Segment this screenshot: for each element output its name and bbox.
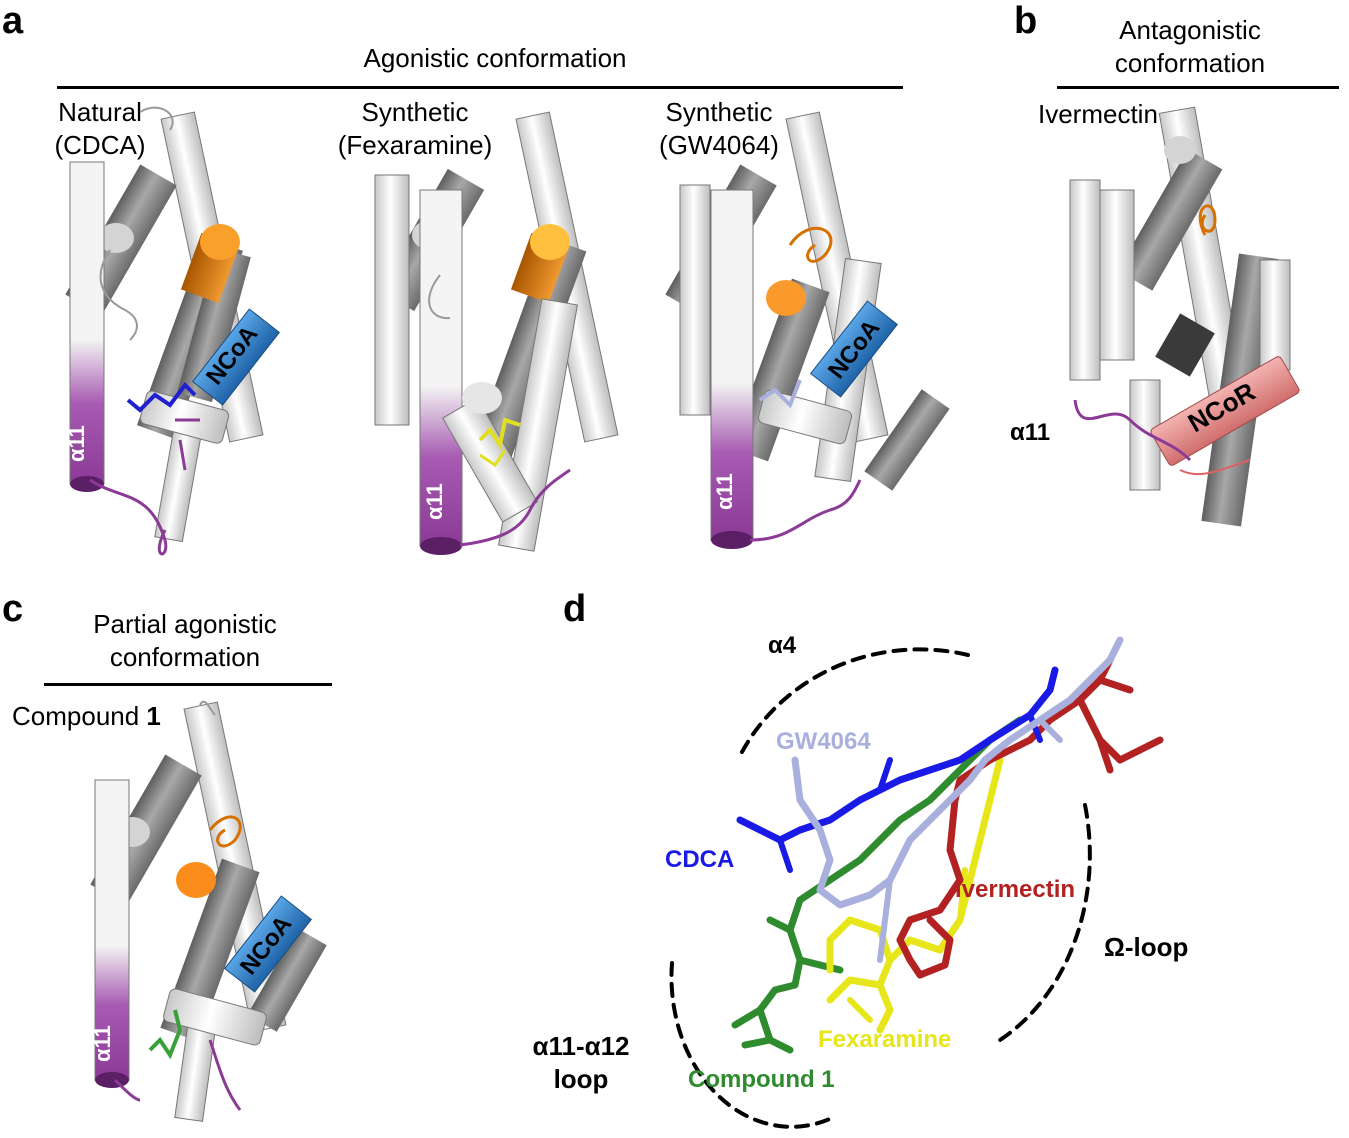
ligand-label-fexaramine: Fexaramine [818, 1026, 952, 1053]
label-synthetic-gw4064: Synthetic(GW4064) [659, 97, 779, 160]
antagonistic-rule [1057, 86, 1339, 89]
structure-compound1 [90, 700, 327, 1122]
alpha11-label-1: α11 [64, 425, 89, 462]
alpha11-label-b: α11 [1010, 419, 1050, 446]
alpha11-label-3: α11 [712, 473, 737, 510]
agonistic-rule [57, 86, 903, 89]
region-alpha4: α4 [768, 632, 797, 659]
partial-agonistic-rule [44, 683, 332, 686]
omega-loop-arc [998, 803, 1092, 1042]
structure-ivermectin [1069, 106, 1300, 527]
ligand-label-cdca: CDCA [665, 846, 735, 873]
panel-label-a: a [2, 0, 24, 42]
panel-label-d: d [563, 588, 587, 630]
panel-label-b: b [1014, 0, 1038, 42]
label-compound-1: Compound 1 [12, 701, 161, 731]
panel-label-c: c [2, 588, 24, 630]
alpha4-arc [740, 647, 970, 754]
alpha11-label-c: α11 [90, 1025, 115, 1062]
ligand-overlay [669, 636, 1164, 1129]
structure-gw4064 [665, 111, 950, 549]
structure-cdca [65, 106, 280, 556]
label-ivermectin: Ivermectin [1038, 99, 1158, 129]
region-omega-loop: Ω-loop [1104, 932, 1189, 962]
ligand-label-compound1: Compound 1 [688, 1066, 835, 1093]
ligand-label-gw4064: GW4064 [776, 728, 871, 755]
ligand-label-ivermectin: Ivermectin [955, 876, 1076, 903]
loop-arc [669, 961, 834, 1129]
structure-fexaramine [374, 111, 619, 555]
agonistic-header: Agonistic conformation [363, 43, 627, 73]
label-synthetic-fexaramine: Synthetic(Fexaramine) [337, 97, 493, 160]
alpha11-label-2: α11 [422, 483, 447, 520]
label-natural: Natural(CDCA) [54, 97, 146, 160]
